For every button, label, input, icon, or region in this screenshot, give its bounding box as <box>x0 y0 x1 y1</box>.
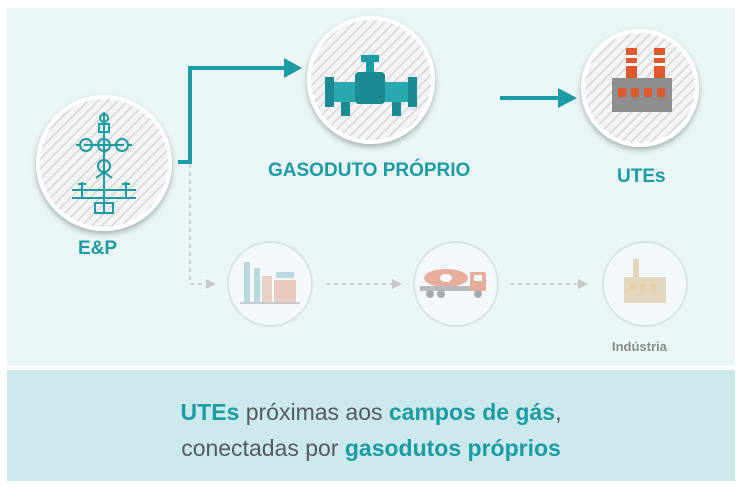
connector-ep-to-gasoduto <box>178 58 302 164</box>
connector-ep-to-refinery <box>189 164 206 285</box>
caption-term-utes: UTEs <box>180 399 240 425</box>
gasoduto-node <box>307 16 435 144</box>
utes-label: UTEs <box>617 166 666 187</box>
caption-line-2: conectadas por gasodutos próprios <box>7 431 735 465</box>
arrowhead-truck <box>392 279 402 289</box>
pipeline-valve-icon <box>325 55 417 116</box>
wellhead-icon <box>72 112 136 214</box>
truck-node <box>413 241 499 327</box>
caption-term-campos: campos de gás <box>388 399 556 425</box>
arrowhead-refinery <box>206 279 216 289</box>
tanker-truck-icon <box>420 269 486 298</box>
refinery-icon <box>240 262 300 304</box>
ep-label: E&P <box>78 238 118 259</box>
power-plant-icon <box>612 48 672 112</box>
gasoduto-label: GASODUTO PRÓPRIO <box>268 160 471 181</box>
ep-node <box>36 95 172 231</box>
caption-text: próximas aos <box>239 399 389 425</box>
utes-node <box>581 29 699 147</box>
refinery-node <box>227 241 313 327</box>
caption-term-gasodutos: gasodutos próprios <box>344 435 561 461</box>
factory-icon <box>624 259 666 303</box>
caption-panel: UTEs próximas aos campos de gás, conecta… <box>7 370 735 481</box>
arrowhead-industria <box>578 279 588 289</box>
caption-line-1: UTEs próximas aos campos de gás, <box>7 395 735 429</box>
connector-gasoduto-to-utes <box>500 88 577 108</box>
caption-punctuation: , <box>555 399 562 425</box>
caption-text: conectadas por <box>181 435 345 461</box>
industria-label: Indústria <box>612 339 667 354</box>
industria-node <box>602 241 688 327</box>
